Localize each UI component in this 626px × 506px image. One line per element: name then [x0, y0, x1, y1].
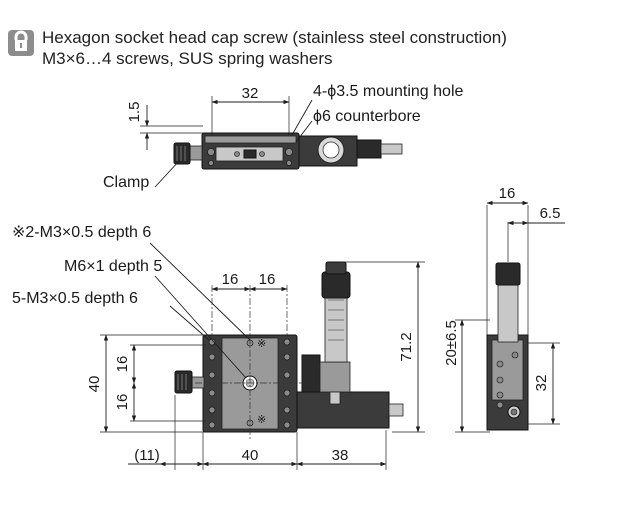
tapped-5-leader: [169, 305, 210, 341]
side-stage-table: [491, 339, 524, 401]
tapped-5-callout: 5-M3×0.5 depth 6: [12, 290, 138, 307]
header-line-2: M3×6…4 screws, SUS spring washers: [42, 49, 333, 68]
front-hole-r2: [283, 353, 291, 361]
top-clamp-knob: [173, 142, 191, 165]
tapped-2-leader: [149, 242, 251, 341]
top-stage-rail: [204, 135, 297, 144]
clamp-offset-dim: (11): [134, 447, 160, 464]
top-hole-left-2: [208, 160, 214, 166]
clamp-leader: [154, 159, 181, 188]
side-width-dim: 16: [499, 185, 516, 202]
front-hole-l1: [208, 338, 216, 346]
top-height-dim: 1.5: [126, 102, 143, 123]
micrometer-ext-dim: 38: [332, 447, 349, 464]
side-clamp-knob-inner: [510, 408, 518, 416]
front-height-dim: 40: [86, 376, 103, 393]
front-micrometer-sleeve: [324, 289, 348, 363]
base-width-dim: 40: [242, 447, 259, 464]
side-micrometer-sleeve: [497, 279, 519, 343]
screw-glyph: [14, 30, 28, 51]
top-screw-b: [259, 151, 265, 157]
front-hole-r4: [283, 389, 291, 397]
side-view: 16 6.5 20±6.5 32: [443, 185, 565, 433]
front-micrometer-mount: [301, 354, 321, 393]
top-micrometer-dial-inner: [322, 141, 340, 159]
counterbore-callout: ϕ6 counterbore: [313, 108, 421, 125]
mounting-hole-callout: 4-ϕ3.5 mounting hole: [313, 83, 463, 100]
top-width-dim: 32: [242, 85, 259, 102]
front-hole-r6: [283, 421, 291, 429]
tapped-m6-leader: [154, 275, 247, 379]
asterisk-marker-top: ※: [257, 338, 266, 350]
side-hole-4: [511, 351, 519, 359]
side-hole-2: [496, 376, 504, 384]
side-micrometer-thimble: [495, 262, 521, 286]
front-hole-r1: [283, 338, 291, 346]
v-pitch-lower-dim: 16: [114, 394, 131, 411]
tapped-m6-callout: M6×1 depth 5: [64, 258, 162, 275]
pitch-right-dim: 16: [259, 271, 276, 288]
tapped-2-callout: ※2-M3×0.5 depth 6: [12, 224, 151, 241]
v-pitch-upper-dim: 16: [114, 356, 131, 373]
counterbore-leader: [295, 120, 313, 143]
front-hole-l4: [208, 389, 216, 397]
front-hole-l6: [208, 421, 216, 429]
side-hole-1: [496, 360, 504, 368]
top-clamp-shaft: [188, 145, 203, 161]
front-hole-l5: [208, 406, 216, 414]
front-hole-l3: [208, 371, 216, 379]
side-offset-dim: 6.5: [540, 205, 561, 222]
front-view: ※ ※: [12, 224, 425, 470]
front-micrometer-barrel: [319, 361, 351, 393]
top-micrometer-spindle: [380, 143, 403, 155]
top-screw-a: [234, 151, 240, 157]
front-micrometer-thimble: [321, 271, 351, 299]
mounting-hole-leader: [291, 99, 313, 136]
side-hole-3: [496, 391, 504, 399]
front-hole-r5: [283, 406, 291, 414]
top-center-block: [243, 149, 257, 159]
top-hole-right-2: [286, 160, 292, 166]
clamp-callout: Clamp: [103, 174, 149, 191]
top-micrometer-thimble: [356, 139, 382, 159]
front-micrometer-cap: [325, 261, 347, 275]
front-base-spindle: [388, 403, 404, 417]
front-hole-r3: [283, 371, 291, 379]
top-view: 32 1.5 4-ϕ3.5 mounting hole ϕ6 counterbo…: [103, 83, 463, 191]
header-line-1: Hexagon socket head cap screw (stainless…: [42, 28, 507, 47]
side-height-dim: 32: [533, 375, 550, 392]
asterisk-marker-bottom: ※: [257, 414, 266, 426]
front-base-block: [296, 391, 390, 429]
hex-socket-screw-icon: [8, 30, 34, 56]
pitch-left-dim: 16: [222, 271, 239, 288]
front-hole-l2: [208, 353, 216, 361]
front-micrometer-spindle: [329, 391, 341, 405]
top-hole-right: [285, 148, 293, 156]
front-clamp-knob: [174, 370, 193, 394]
travel-dim: 20±6.5: [443, 320, 460, 366]
top-hole-left: [207, 148, 215, 156]
overall-height-dim: 71.2: [398, 332, 415, 361]
side-hole-5: [496, 401, 504, 409]
